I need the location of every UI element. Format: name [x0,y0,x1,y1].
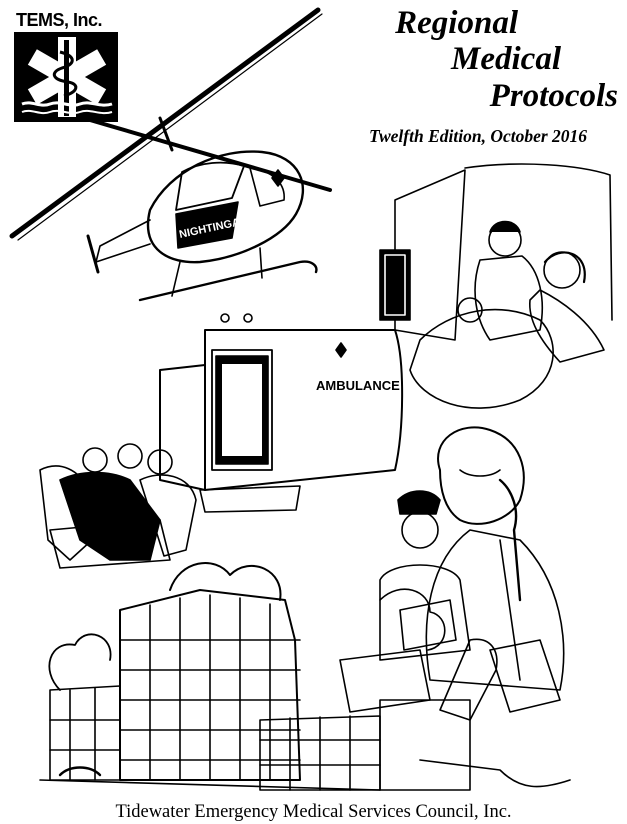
title-line-3: Protocols [489,78,618,114]
ambulance-interior-illustration [379,163,613,409]
paperwork-illustration [339,638,571,791]
document-title: Regional Medical Protocols [330,6,622,114]
publisher-footer: Tidewater Emergency Medical Services Cou… [115,802,512,822]
logo-text: TEMS, Inc. [16,10,103,30]
hospital-illustration [39,562,446,791]
title-line-1: Regional [395,5,518,41]
ambulance-label: AMBULANCE [316,378,400,393]
edition-subtitle: Twelfth Edition, October 2016 [368,126,588,146]
tems-logo: TEMS, Inc. [14,10,120,124]
doctor-nurse-illustration [379,426,565,691]
cover-illustration: NIGHTINGALE AMBULANCE [9,7,613,791]
title-line-2: Medical [451,41,561,77]
star-of-life-icon [14,32,118,122]
helicopter-illustration: NIGHTINGALE [9,7,332,302]
ambulance-illustration: AMBULANCE [39,313,404,569]
